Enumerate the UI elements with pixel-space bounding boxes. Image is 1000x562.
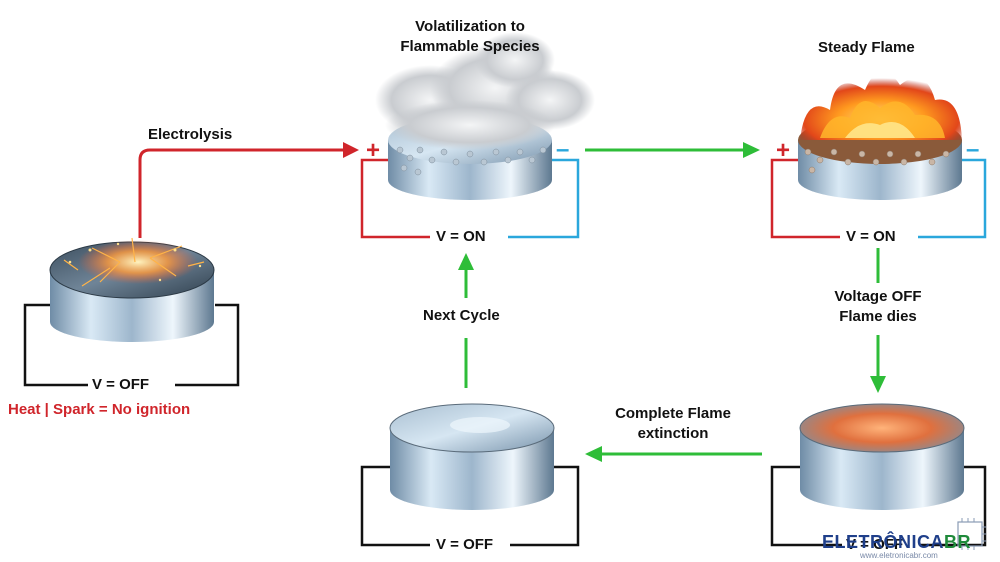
minus-terminal-stage-2: – <box>556 136 570 163</box>
disk-stage-4 <box>799 403 965 510</box>
label-complete-extinction-line2: extinction <box>637 425 709 442</box>
label-voltage-off: Voltage OFF Flame dies <box>808 287 948 327</box>
watermark-brand-suffix: BR <box>944 532 971 552</box>
minus-terminal-stage-3: – <box>966 136 980 163</box>
label-volatilization-line1: Volatilization to <box>415 18 525 35</box>
state-label-stage-1: V = OFF <box>92 376 150 393</box>
arrow-next-cycle-up <box>458 253 474 388</box>
disk-stage-5 <box>389 403 555 510</box>
state-label-stage-5: V = OFF <box>436 536 494 553</box>
plus-terminal-stage-3: + <box>776 137 791 164</box>
label-volatilization: Volatilization to Flammable Species <box>370 17 570 57</box>
circuit-stage-1 <box>23 303 240 387</box>
label-volatilization-line2: Flammable Species <box>400 38 540 55</box>
plus-terminal-stage-2: + <box>366 137 381 164</box>
watermark-url: www.eletronicabr.com <box>860 551 938 560</box>
label-voltage-off-line2: Flame dies <box>839 308 917 325</box>
arrow-voltage-off-down <box>870 248 886 393</box>
label-complete-extinction: Complete Flame extinction <box>598 404 748 444</box>
label-electrolysis: Electrolysis <box>148 126 233 143</box>
circuit-stage-3 <box>770 158 987 239</box>
label-heat-spark-no-ignition: Heat | Spark = No ignition <box>8 401 191 418</box>
label-voltage-off-line1: Voltage OFF <box>834 288 922 305</box>
circuit-stage-5 <box>360 465 580 547</box>
circuit-stage-2 <box>360 158 580 239</box>
label-steady-flame: Steady Flame <box>818 39 915 56</box>
circuit-stage-4 <box>770 465 987 547</box>
state-label-stage-3: V = ON <box>846 228 896 245</box>
steady-flame <box>800 71 962 140</box>
watermark-brand: ELETRÔNICABR <box>822 532 971 553</box>
arrow-extinction-left <box>585 446 762 462</box>
watermark-brand-text: ELETRÔNICA <box>822 532 944 552</box>
chip-logo-icon <box>957 518 986 550</box>
label-complete-extinction-line1: Complete Flame <box>615 405 731 422</box>
label-next-cycle: Next Cycle <box>423 307 500 324</box>
state-label-stage-4: V = OFF <box>846 536 904 553</box>
spark-burst <box>63 237 205 287</box>
arrow-to-steady-flame <box>585 142 760 158</box>
vapor-cloud <box>375 32 595 150</box>
state-label-stage-2: V = ON <box>436 228 486 245</box>
electrolysis-arrow <box>138 142 359 238</box>
